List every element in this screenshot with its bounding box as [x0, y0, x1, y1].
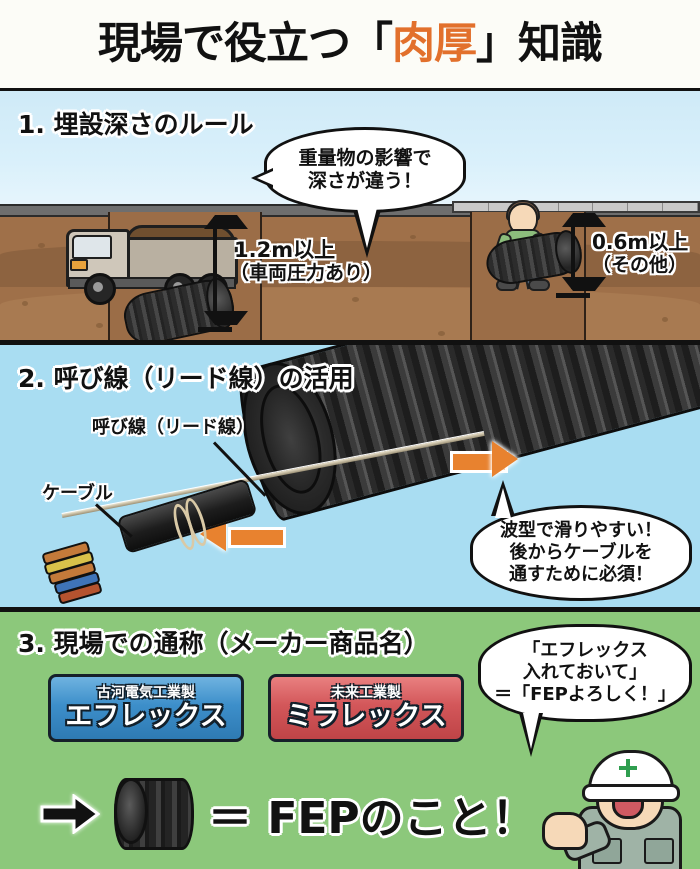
pipe-end-cap: [114, 778, 148, 844]
product-maker-1: 未来工業製: [331, 685, 401, 701]
bubble-line-3: 通すために必須！: [509, 563, 653, 585]
depth-label-vehicle-line2: （車両圧力あり）: [230, 262, 383, 284]
soil-speckle: [410, 235, 416, 239]
section-1-heading: 1. 埋設深さのルール: [18, 110, 254, 139]
pipe-inner-bore: [249, 377, 333, 501]
worker-helmet-brim: [582, 784, 680, 802]
page-title-bar: 現場で役立つ「肉厚」知識: [0, 0, 700, 88]
conclusion-row: ＝ FEPのこと！: [40, 778, 536, 850]
measure-arrow-top: [204, 215, 248, 229]
speech-bubble-depth: 重量物の影響で 深さが違う！: [251, 127, 466, 258]
pedestrian-shoe: [528, 279, 550, 291]
soil-speckle: [620, 267, 627, 272]
measure-bar: [213, 217, 217, 323]
bubble-tail-left-fill: [257, 171, 273, 185]
bubble-line-1: 波型で滑りやすい！: [500, 520, 662, 542]
product-pack-mirarex[interactable]: 未来工業製 ミラレックス: [268, 674, 464, 742]
title-prefix: 現場で役立つ「: [98, 18, 393, 69]
bubble-line-1: 重量物の影響で: [298, 146, 432, 169]
worker-character-illustration: [540, 750, 700, 869]
section-lead-wire: 呼び線（リード線） ケーブル 波型で滑りやすい！ 後からケーブルを 通すために必…: [0, 345, 700, 612]
pack-edge-left: [38, 677, 51, 739]
fep-pipe-icon: [114, 778, 194, 850]
arrow-pull-cable-shaft: [228, 527, 286, 548]
bubble-line-2: 後からケーブルを: [509, 542, 653, 564]
worker-bubble-line-2: 入れておいて」: [522, 662, 648, 684]
product-maker-0: 古河電気工業製: [97, 685, 195, 701]
product-brand-1: ミラレックス: [285, 701, 447, 732]
bubble-tail-top-fill: [495, 488, 511, 518]
bubble-tail-bottom-fill: [523, 713, 539, 749]
soil-speckle: [96, 323, 103, 328]
product-brand-0: エフレックス: [65, 701, 227, 732]
truck-headlight-icon: [70, 259, 88, 271]
pack-edge-left: [258, 677, 271, 739]
bubble-tail-bottom-fill: [357, 208, 377, 248]
measure-arrow-bottom: [562, 277, 606, 291]
truck-window: [72, 235, 112, 259]
truck-wheel: [84, 273, 116, 305]
soil-speckle: [352, 297, 359, 302]
arrow-inside-pipe-head: [492, 441, 518, 477]
title-highlight: 肉厚: [392, 18, 477, 69]
depth-label-pedestrian-line2: （その他）: [592, 254, 688, 276]
speech-bubble-corrugation: 波型で滑りやすい！ 後からケーブルを 通すために必須！: [470, 480, 692, 601]
depth-label-vehicle-line1: 1.2m以上: [234, 238, 336, 262]
pack-edge-right: [241, 677, 254, 739]
measure-bar: [571, 215, 575, 289]
worker-bubble-line-3: ＝「FEPよろしく！」: [494, 683, 676, 705]
soil-speckle: [662, 317, 668, 322]
soil-speckle: [438, 331, 445, 336]
soil-speckle: [300, 251, 306, 256]
pack-edge-right: [461, 677, 474, 739]
soil-speckle: [38, 243, 45, 248]
label-cable: ケーブル: [42, 483, 113, 504]
section-3-heading: 3. 現場での通称（メーカー商品名）: [18, 629, 429, 658]
label-lead-wire: 呼び線（リード線）: [92, 417, 254, 438]
worker-pocket: [644, 838, 674, 864]
worker-bubble-line-1: 「エフレックス: [522, 640, 648, 662]
section-2-heading: 2. 呼び線（リード線）の活用: [18, 364, 354, 393]
worker-hand: [542, 812, 588, 850]
title-suffix: 」知識: [476, 18, 603, 69]
section-burial-depth: 1.2m以上 （車両圧力あり） 0.6m以上 （その他） 重量物の影響で 深さが…: [0, 88, 700, 345]
measure-arrow-top: [562, 213, 606, 227]
bubble-line-2: 深さが違う！: [307, 170, 422, 192]
measure-foot: [556, 293, 590, 298]
conclusion-text: ＝ FEPのこと！: [208, 793, 536, 844]
green-cross-icon: [618, 758, 638, 778]
right-arrow-icon: [40, 793, 101, 835]
product-pack-efrex[interactable]: 古河電気工業製 エフレックス: [48, 674, 244, 742]
depth-label-pedestrian-line1: 0.6m以上: [592, 230, 689, 254]
page-title: 現場で役立つ「肉厚」知識: [98, 22, 603, 66]
measure-arrow-bottom: [204, 311, 248, 325]
speech-bubble-worker: 「エフレックス 入れておいて」 ＝「FEPよろしく！」: [478, 624, 692, 757]
soil-speckle: [22, 301, 28, 306]
measure-foot: [198, 327, 232, 332]
